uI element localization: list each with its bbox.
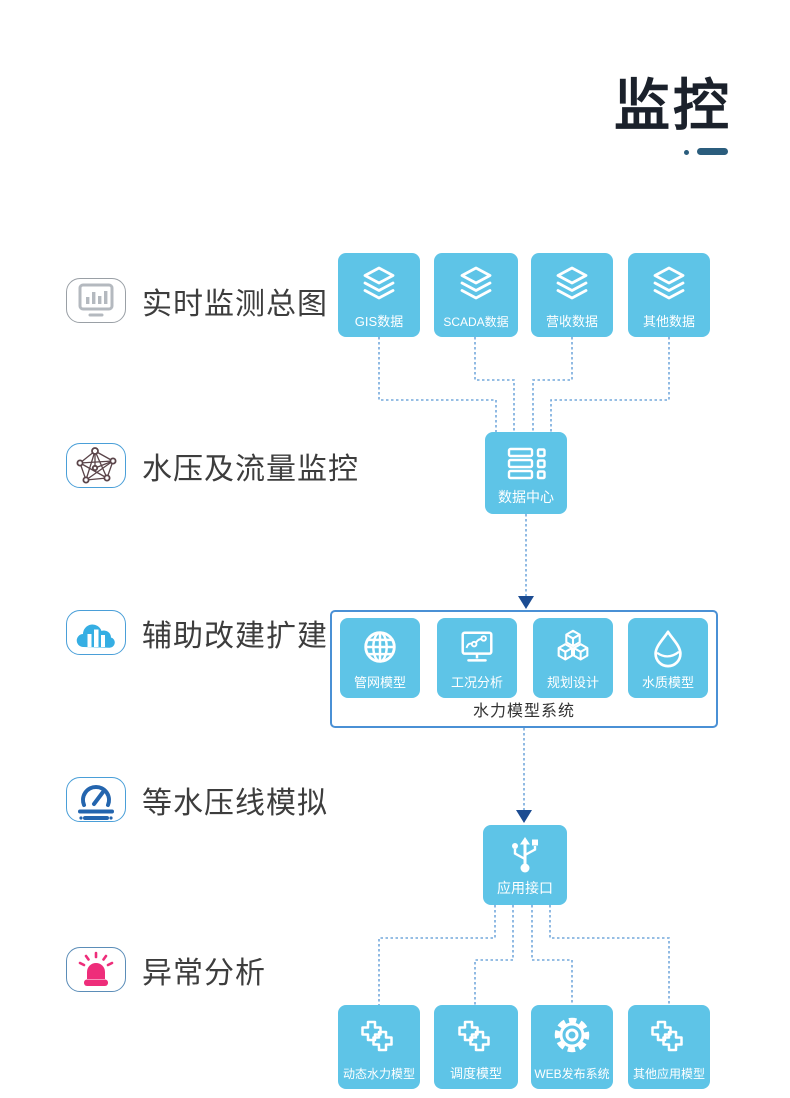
data-center-box: 数据中心 xyxy=(485,432,567,514)
module-label: 水质模型 xyxy=(641,675,694,690)
app-box-dispatch-model: 调度模型 xyxy=(434,1005,518,1089)
module-blocks-icon xyxy=(434,1014,518,1058)
server-list-icon xyxy=(485,441,567,485)
gauge-icon xyxy=(66,777,126,822)
app-label: WEB发布系统 xyxy=(534,1067,610,1081)
module-label: 规划设计 xyxy=(546,675,599,690)
module-label: 管网模型 xyxy=(353,675,406,690)
api-box: 应用接口 xyxy=(483,825,567,905)
globe-icon xyxy=(340,627,420,667)
feature-label: 水压及流量监控 xyxy=(142,452,359,486)
cloud-buildings-icon xyxy=(66,610,126,655)
layers-icon xyxy=(434,262,518,304)
feature-realtime-monitoring: 实时监测总图 xyxy=(66,278,328,323)
page-title: 监控 xyxy=(614,74,732,137)
source-label: 营收数据 xyxy=(545,314,598,329)
feature-label: 实时监测总图 xyxy=(142,287,328,321)
water-drop-icon xyxy=(628,627,708,669)
monitor-chart-icon xyxy=(66,278,126,323)
app-box-web-publish: WEB发布系统 xyxy=(531,1005,613,1089)
source-box-revenue: 营收数据 xyxy=(531,253,613,337)
alarm-siren-icon xyxy=(66,947,126,992)
underline-bar xyxy=(697,148,728,155)
underline-dot xyxy=(684,150,689,155)
module-blocks-icon xyxy=(338,1014,420,1058)
feature-label: 辅助改建扩建 xyxy=(142,619,328,653)
app-label: 其他应用模型 xyxy=(632,1067,705,1081)
source-label: 其他数据 xyxy=(642,314,695,329)
module-box-condition-analysis: 工况分析 xyxy=(437,618,517,698)
feature-anomaly-analysis: 异常分析 xyxy=(66,947,266,992)
usb-icon xyxy=(483,834,567,876)
layers-icon xyxy=(338,262,420,304)
gear-icon xyxy=(531,1014,613,1058)
feature-label: 等水压线模拟 xyxy=(142,786,328,820)
source-box-other: 其他数据 xyxy=(628,253,710,337)
module-label: 工况分析 xyxy=(450,675,503,690)
data-center-label: 数据中心 xyxy=(498,489,554,505)
model-system-label: 水力模型系统 xyxy=(472,703,575,720)
feature-isobar-simulation: 等水压线模拟 xyxy=(66,777,328,822)
app-label: 调度模型 xyxy=(449,1066,502,1081)
layers-icon xyxy=(531,262,613,304)
feature-pressure-flow-monitoring: 水压及流量监控 xyxy=(66,443,359,488)
app-box-other-apps: 其他应用模型 xyxy=(628,1005,710,1089)
feature-label: 异常分析 xyxy=(142,956,266,990)
feature-rebuild-expand: 辅助改建扩建 xyxy=(66,610,328,655)
source-label: GIS数据 xyxy=(354,314,404,329)
source-label: SCADA数据 xyxy=(443,315,509,329)
module-box-pipe-network: 管网模型 xyxy=(340,618,420,698)
network-graph-icon xyxy=(66,443,126,488)
module-box-water-quality: 水质模型 xyxy=(628,618,708,698)
module-box-planning-design: 规划设计 xyxy=(533,618,613,698)
title-underline xyxy=(684,148,728,156)
api-label: 应用接口 xyxy=(497,880,553,896)
layers-icon xyxy=(628,262,710,304)
source-box-scada: SCADA数据 xyxy=(434,253,518,337)
monitor-analysis-icon xyxy=(437,627,517,667)
module-blocks-icon xyxy=(628,1014,710,1058)
app-label: 动态水力模型 xyxy=(342,1067,415,1081)
source-box-gis: GIS数据 xyxy=(338,253,420,337)
app-box-dynamic-model: 动态水力模型 xyxy=(338,1005,420,1089)
cubes-icon xyxy=(533,627,613,669)
